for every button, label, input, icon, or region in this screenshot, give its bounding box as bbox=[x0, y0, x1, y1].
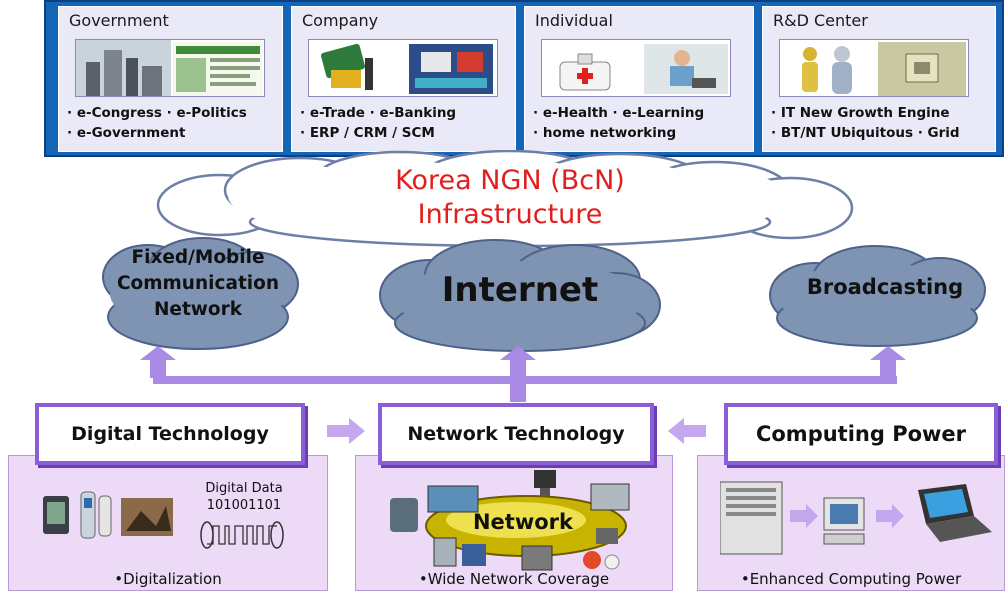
network-technology-label: Network Technology bbox=[407, 423, 625, 445]
broadcasting-cloud bbox=[769, 245, 986, 347]
digital-data-bits: 101001101 bbox=[206, 498, 282, 513]
fixed-mobile-network-label: Fixed/Mobile Communication Network bbox=[98, 245, 298, 323]
digital-data-label: Digital Data 101001101 bbox=[199, 480, 289, 514]
infrastructure-title: Korea NGN (BcN) Infrastructure bbox=[300, 164, 720, 232]
network-hub-image bbox=[390, 470, 630, 571]
network-technology-panel: Network •Wide Network Coverage bbox=[355, 455, 673, 591]
government-photos bbox=[75, 39, 265, 97]
computing-power-panel: •Enhanced Computing Power bbox=[697, 455, 1005, 591]
sector-items: · e-Trade · e-Banking · ERP / CRM / SCM bbox=[300, 103, 456, 143]
broadcasting-label: Broadcasting bbox=[806, 275, 964, 299]
fixed-mobile-line-2: Communication bbox=[116, 273, 280, 294]
robot-chip-image bbox=[780, 40, 968, 96]
sector-company: Company · e-Trade · e-Banking · ERP / CR… bbox=[291, 6, 516, 152]
city-skyline-image bbox=[76, 40, 263, 96]
network-technology-box: Network Technology bbox=[378, 403, 654, 465]
internet-label: Internet bbox=[441, 270, 599, 310]
commerce-image bbox=[309, 40, 497, 96]
individual-photos bbox=[541, 39, 731, 97]
computing-evolution-image bbox=[720, 481, 992, 555]
sector-title: Government bbox=[69, 11, 169, 30]
company-photos bbox=[308, 39, 498, 97]
digital-signal-icon bbox=[200, 521, 284, 549]
health-learning-image bbox=[542, 40, 730, 96]
network-hub-label: Network bbox=[472, 510, 573, 534]
sector-line: · e-Congress · e-Politics bbox=[67, 105, 247, 121]
sector-individual: Individual · e-Health · e-Learning · hom… bbox=[524, 6, 754, 152]
sector-line: · home networking bbox=[533, 125, 677, 141]
digital-technology-panel: Digital Data 101001101 •Digitalization bbox=[8, 455, 328, 591]
digital-technology-label: Digital Technology bbox=[71, 423, 269, 445]
left-arrow-computing-to-network bbox=[668, 418, 706, 444]
sector-line: · e-Government bbox=[67, 125, 186, 141]
fixed-mobile-network-cloud bbox=[102, 237, 299, 350]
application-sector-band: Government · e-Congress · e-Politics · e… bbox=[44, 0, 1004, 157]
internet-cloud bbox=[379, 239, 661, 352]
sector-government: Government · e-Congress · e-Politics · e… bbox=[58, 6, 283, 152]
sector-title: R&D Center bbox=[773, 11, 868, 30]
fixed-mobile-line-1: Fixed/Mobile bbox=[131, 247, 265, 268]
sector-items: · IT New Growth Engine · BT/NT Ubiquitou… bbox=[771, 103, 960, 143]
infrastructure-line-2: Infrastructure bbox=[417, 199, 603, 230]
sector-title: Individual bbox=[535, 11, 613, 30]
computing-power-box: Computing Power bbox=[724, 403, 998, 465]
fixed-mobile-line-3: Network bbox=[153, 299, 243, 320]
right-arrow-digital-to-network bbox=[327, 418, 365, 444]
sector-title: Company bbox=[302, 11, 379, 30]
sector-line: · BT/NT Ubiquitous · Grid bbox=[771, 125, 960, 141]
digital-devices-image bbox=[43, 491, 173, 539]
infrastructure-line-1: Korea NGN (BcN) bbox=[395, 165, 625, 196]
rnd-photos bbox=[779, 39, 969, 97]
digital-technology-box: Digital Technology bbox=[35, 403, 305, 465]
sector-line: · IT New Growth Engine bbox=[771, 105, 950, 121]
sector-line: · ERP / CRM / SCM bbox=[300, 125, 435, 141]
up-arrow-left bbox=[140, 346, 176, 378]
digital-technology-caption: •Digitalization bbox=[114, 570, 222, 588]
sector-items: · e-Health · e-Learning · home networkin… bbox=[533, 103, 704, 143]
infrastructure-cloud bbox=[156, 150, 854, 248]
digital-data-title: Digital Data bbox=[205, 481, 283, 496]
sector-line: · e-Trade · e-Banking bbox=[300, 105, 457, 121]
up-arrow-right bbox=[870, 346, 906, 378]
sector-items: · e-Congress · e-Politics · e-Government bbox=[67, 103, 247, 143]
sector-line: · e-Health · e-Learning bbox=[533, 105, 705, 121]
sector-rnd-center: R&D Center · IT New Growth Engine · BT/N… bbox=[762, 6, 996, 152]
computing-power-caption: •Enhanced Computing Power bbox=[740, 570, 962, 588]
computing-power-label: Computing Power bbox=[755, 422, 967, 446]
up-arrow-center bbox=[500, 346, 536, 402]
network-technology-caption: •Wide Network Coverage bbox=[418, 570, 610, 588]
